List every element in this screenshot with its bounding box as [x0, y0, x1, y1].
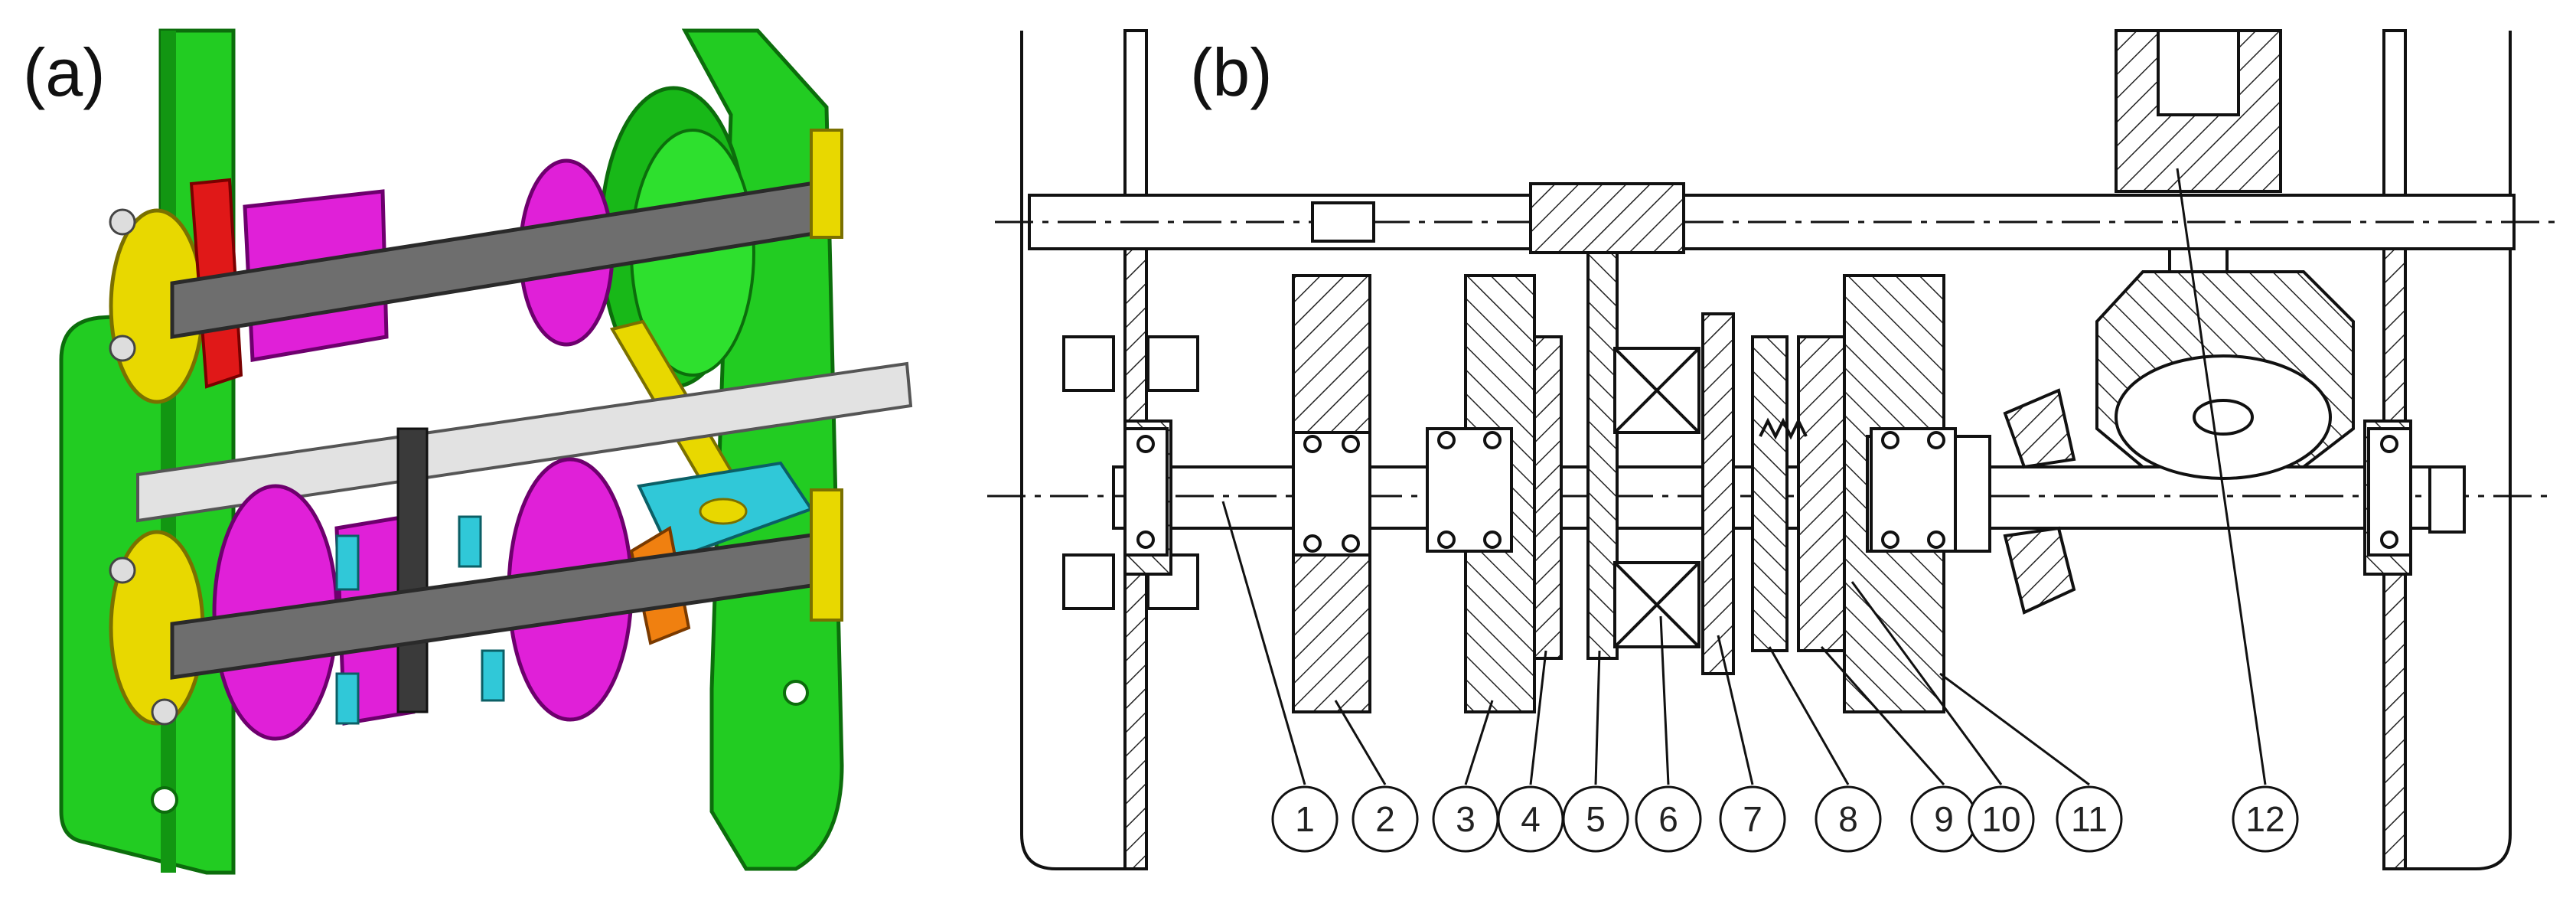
cyan-spacer	[335, 672, 360, 725]
left-frame-outline	[1020, 31, 1133, 870]
left-nut-lower	[1062, 553, 1115, 610]
leader-line	[1659, 615, 1670, 785]
right-side-plate-upper	[2382, 29, 2407, 216]
cyan-spacer	[481, 649, 505, 702]
bolt	[109, 557, 136, 584]
leader-line	[1939, 672, 2090, 786]
middle-shaft	[136, 361, 913, 523]
left-nut-upper-2	[1146, 335, 1199, 392]
callout-label-5: 5	[1586, 799, 1606, 839]
upper-shaft-key	[1311, 201, 1375, 243]
bearing	[1870, 427, 1957, 553]
bolt	[109, 335, 136, 362]
right-nut	[2428, 465, 2466, 534]
part-8	[1751, 335, 1789, 652]
frame-hole	[783, 680, 809, 706]
leader-line	[1334, 700, 1387, 785]
callout-label-9: 9	[1934, 799, 1954, 839]
callout-circle-6	[1635, 785, 1702, 853]
callout-circle-12	[2232, 785, 2299, 853]
leader-line	[2176, 168, 2267, 785]
left-frame-side	[161, 31, 176, 873]
callout-label-2: 2	[1375, 799, 1395, 839]
callout-label-10: 10	[1981, 799, 2020, 839]
bevel-gear-key	[2193, 399, 2254, 436]
bolt	[109, 208, 136, 236]
leader-line	[1717, 635, 1754, 785]
upper-gear-hub	[1529, 182, 1685, 254]
callout-label-3: 3	[1456, 799, 1475, 839]
leader-line	[1594, 650, 1601, 785]
callout-labels: 1 2 3 4 5 6 7 8 9 10 11 12	[1295, 799, 2284, 839]
callout-label-7: 7	[1743, 799, 1762, 839]
part-9	[1797, 335, 1846, 652]
leader-line	[1529, 650, 1547, 785]
callout-label-6: 6	[1658, 799, 1678, 839]
pinion-lower	[2003, 526, 2076, 615]
bearing	[1123, 427, 1169, 557]
part-4	[1533, 335, 1563, 660]
part-6-cross	[1613, 347, 1700, 434]
panel-b-label: (b)	[1190, 34, 1273, 110]
callout-label-4: 4	[1521, 799, 1541, 839]
yellow-bracket	[810, 129, 843, 239]
frame-hole	[151, 786, 178, 814]
callout-circle-7	[1719, 785, 1786, 853]
right-frame-plate	[681, 28, 844, 871]
callout-circle-2	[1352, 785, 1419, 853]
leader-line	[1221, 501, 1306, 785]
part-6-cross	[1613, 561, 1700, 648]
panel-b: (b)	[987, 29, 2556, 870]
part-7	[1701, 312, 1735, 675]
leader-line	[1464, 700, 1494, 785]
left-nut-upper	[1062, 335, 1115, 392]
bearing	[2367, 427, 2412, 557]
callout-circle-11	[2056, 785, 2123, 853]
left-side-plate-upper	[1123, 29, 1148, 216]
callout-label-8: 8	[1838, 799, 1858, 839]
leader-line	[1820, 646, 1945, 785]
callout-label-11: 11	[2071, 799, 2108, 839]
dark-plate	[396, 427, 429, 713]
callout-label-12: 12	[2245, 799, 2284, 839]
leader-line	[1850, 581, 2003, 785]
bolt	[151, 698, 178, 726]
cyan-spacer	[458, 515, 482, 568]
bevel-gear-bore	[699, 498, 748, 525]
pinion	[2003, 388, 2076, 469]
callout-circle-8	[1815, 785, 1882, 853]
panel-a-label: (a)	[23, 34, 106, 110]
part-12-slot	[2157, 29, 2240, 116]
callout-circle-1	[1271, 785, 1339, 853]
part-10-spring	[1759, 417, 1808, 440]
panel-a: (a)	[23, 28, 913, 875]
bearing	[1292, 431, 1371, 557]
right-frame-outline	[2395, 31, 2512, 870]
callout-label-1: 1	[1295, 799, 1315, 839]
part-5	[1586, 251, 1619, 660]
bearing	[1426, 427, 1513, 553]
leader-line	[1768, 646, 1850, 785]
callout-circle-5	[1562, 785, 1629, 853]
left-frame-plate	[59, 28, 236, 875]
callout-circle-10	[1968, 785, 2035, 853]
callouts	[1221, 168, 2299, 853]
cyan-spacer	[335, 534, 360, 591]
yellow-bracket	[810, 488, 843, 622]
